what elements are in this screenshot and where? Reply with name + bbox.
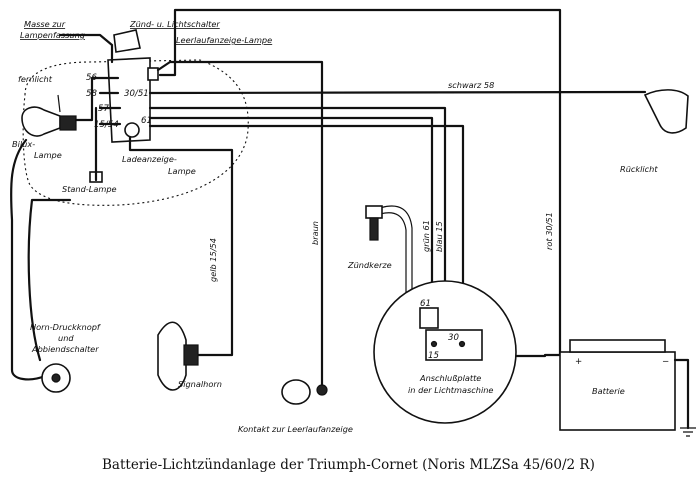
ignition-light-switch: [107, 57, 151, 143]
signal-horn-bell: [157, 321, 187, 391]
rear-light: [643, 89, 689, 134]
bilux-lamp-socket: [59, 115, 77, 131]
label-zuend-lichtschalter: Zünd- u. Lichtschalter: [129, 19, 220, 29]
label-lampenfassung: Lampenfassung: [20, 30, 85, 40]
wire-masse: [58, 33, 114, 64]
terminal-label-1554: 15/54: [94, 120, 119, 130]
plate-label-30: 30: [448, 333, 459, 343]
wire-label-gruen: grün 61: [421, 220, 431, 252]
wire-label-schwarz: schwarz 58: [448, 80, 494, 90]
battery-plus: +: [575, 357, 582, 367]
ground-symbol: [680, 427, 696, 437]
label-masse: Masse zur: [24, 19, 66, 29]
label-ladeanzeige-1: Ladeanzeige-: [122, 154, 177, 164]
label-standlampe: Stand-Lampe: [62, 184, 117, 194]
wire-label-braun: braun: [310, 221, 320, 245]
wire-label-blau: blau 15: [434, 221, 444, 252]
wire-horn-button: [10, 138, 47, 381]
label-bilux-1: Bilux-: [12, 139, 35, 149]
wire-56: [74, 76, 120, 122]
diagram-caption: Batterie-Lichtzündanlage der Triumph-Cor…: [102, 457, 595, 473]
label-kontakt: Kontakt zur Leerlaufanzeige: [238, 424, 353, 434]
spark-plug: [369, 217, 379, 241]
terminal-label-3051: 30/51: [124, 89, 149, 99]
label-bilux-2: Lampe: [34, 150, 62, 160]
label-horn-1: Horn-Druckknopf: [30, 322, 101, 332]
terminal-label-61: 61: [141, 116, 152, 126]
idle-indicator-lamp: [147, 67, 159, 81]
wire-fernlicht: [57, 94, 61, 113]
label-anschlussplatte: Anschlußplatte: [419, 373, 481, 383]
terminal-label-58: 58: [86, 89, 97, 99]
wire-57: [94, 106, 122, 182]
signal-horn-body: [183, 344, 199, 366]
switch-key-head: [113, 29, 141, 53]
label-fernlicht: fernlicht: [18, 74, 53, 84]
spark-plug-cable: [379, 205, 413, 300]
label-leerlauf-lampe: Leerlaufanzeige-Lampe: [176, 35, 272, 45]
terminal-61: [419, 307, 439, 329]
spark-plug-cable-2: [379, 212, 407, 300]
terminal-15-screw: [430, 340, 438, 348]
horn-push-button-center: [51, 373, 61, 383]
wire-gelb-1554: [128, 135, 234, 357]
label-signalhorn: Signalhorn: [178, 379, 222, 389]
label-lichtmaschine: in der Lichtmaschine: [408, 385, 493, 395]
label-horn-2: und: [58, 333, 74, 343]
label-zuendkerze: Zündkerze: [347, 260, 392, 270]
idle-contact-bolt: [316, 384, 328, 396]
label-batterie: Batterie: [592, 386, 625, 396]
wire-label-gelb: gelb 15/54: [208, 238, 218, 282]
bilux-lamp-bulb: [21, 106, 61, 137]
wire-top-loop: [158, 8, 562, 357]
idle-contact: [281, 379, 311, 405]
wire-gruen-61: [148, 116, 434, 320]
terminal-label-57: 57: [98, 104, 109, 114]
battery-minus: −: [662, 357, 669, 367]
terminal-30-screw: [458, 340, 466, 348]
label-ruecklicht: Rücklicht: [620, 164, 658, 174]
wire-schwarz-58: [148, 90, 647, 95]
battery-ground: [673, 358, 690, 430]
wire-horn-loop: [27, 198, 72, 362]
label-horn-3: Abbiendschalter: [31, 344, 99, 354]
spark-plug-cap: [365, 205, 383, 219]
wire-leerlauf: [156, 60, 324, 387]
wire-label-rot: rot 30/51: [544, 212, 554, 250]
headlamp-outline: [22, 59, 249, 206]
battery-lid: [569, 339, 666, 353]
label-ladeanzeige-2: Lampe: [168, 166, 196, 176]
terminal-label-56: 56: [86, 73, 97, 83]
charge-indicator-lamp: [124, 122, 140, 138]
plate-label-15: 15: [428, 351, 439, 361]
plate-label-61: 61: [420, 299, 431, 309]
battery-case: [559, 351, 676, 431]
